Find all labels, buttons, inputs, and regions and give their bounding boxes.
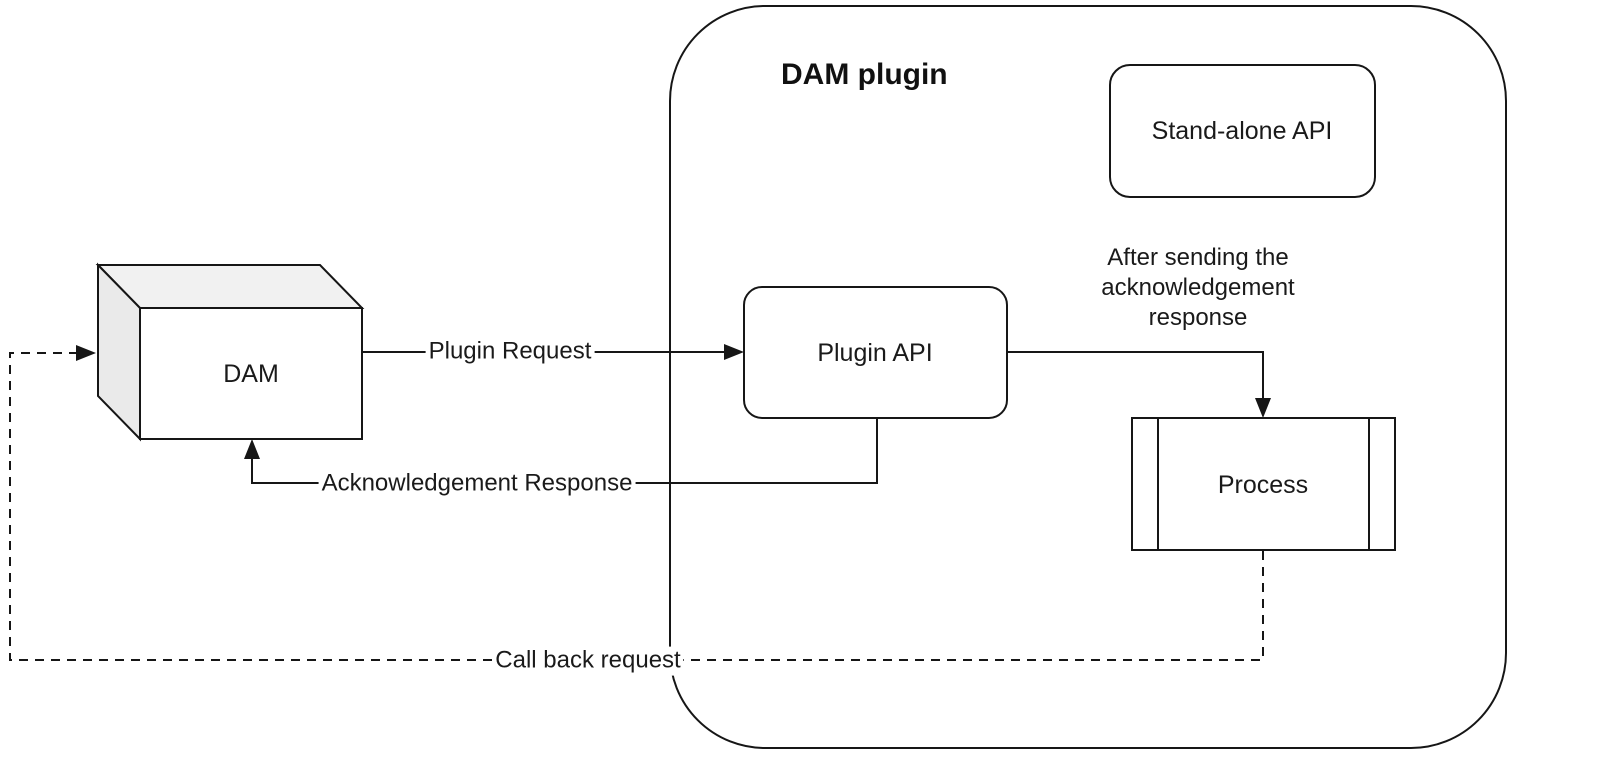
standalone-api-box <box>1109 64 1376 198</box>
node-label-standalone-api: Stand-alone API <box>1151 117 1333 145</box>
edge-annotation-after-ack: After sending the acknowledgement respon… <box>1101 244 1295 331</box>
node-label-plugin-api: Plugin API <box>817 339 933 367</box>
edge-label-callback-request: Call back request <box>492 646 684 676</box>
dam-cube-top-face <box>95 264 365 309</box>
edge-label-acknowledgement-response: Acknowledgement Response <box>318 469 636 499</box>
plugin-request-arrowhead <box>724 344 744 360</box>
callback-request-arrowhead <box>76 345 96 361</box>
node-label-process: Process <box>1217 471 1309 499</box>
acknowledgement-response-arrowhead <box>244 439 260 459</box>
node-label-dam: DAM <box>223 360 279 388</box>
plugin-api-to-process-arrow <box>1007 351 1264 400</box>
plugin-api-to-process-arrowhead <box>1255 398 1271 418</box>
dam-cube-front-face <box>139 307 363 440</box>
callback-request-arrow <box>9 352 1264 661</box>
edge-label-plugin-request: Plugin Request <box>425 337 595 367</box>
dam-plugin-container <box>669 5 1507 749</box>
process-box <box>1131 417 1396 551</box>
container-title: DAM plugin <box>781 58 948 91</box>
